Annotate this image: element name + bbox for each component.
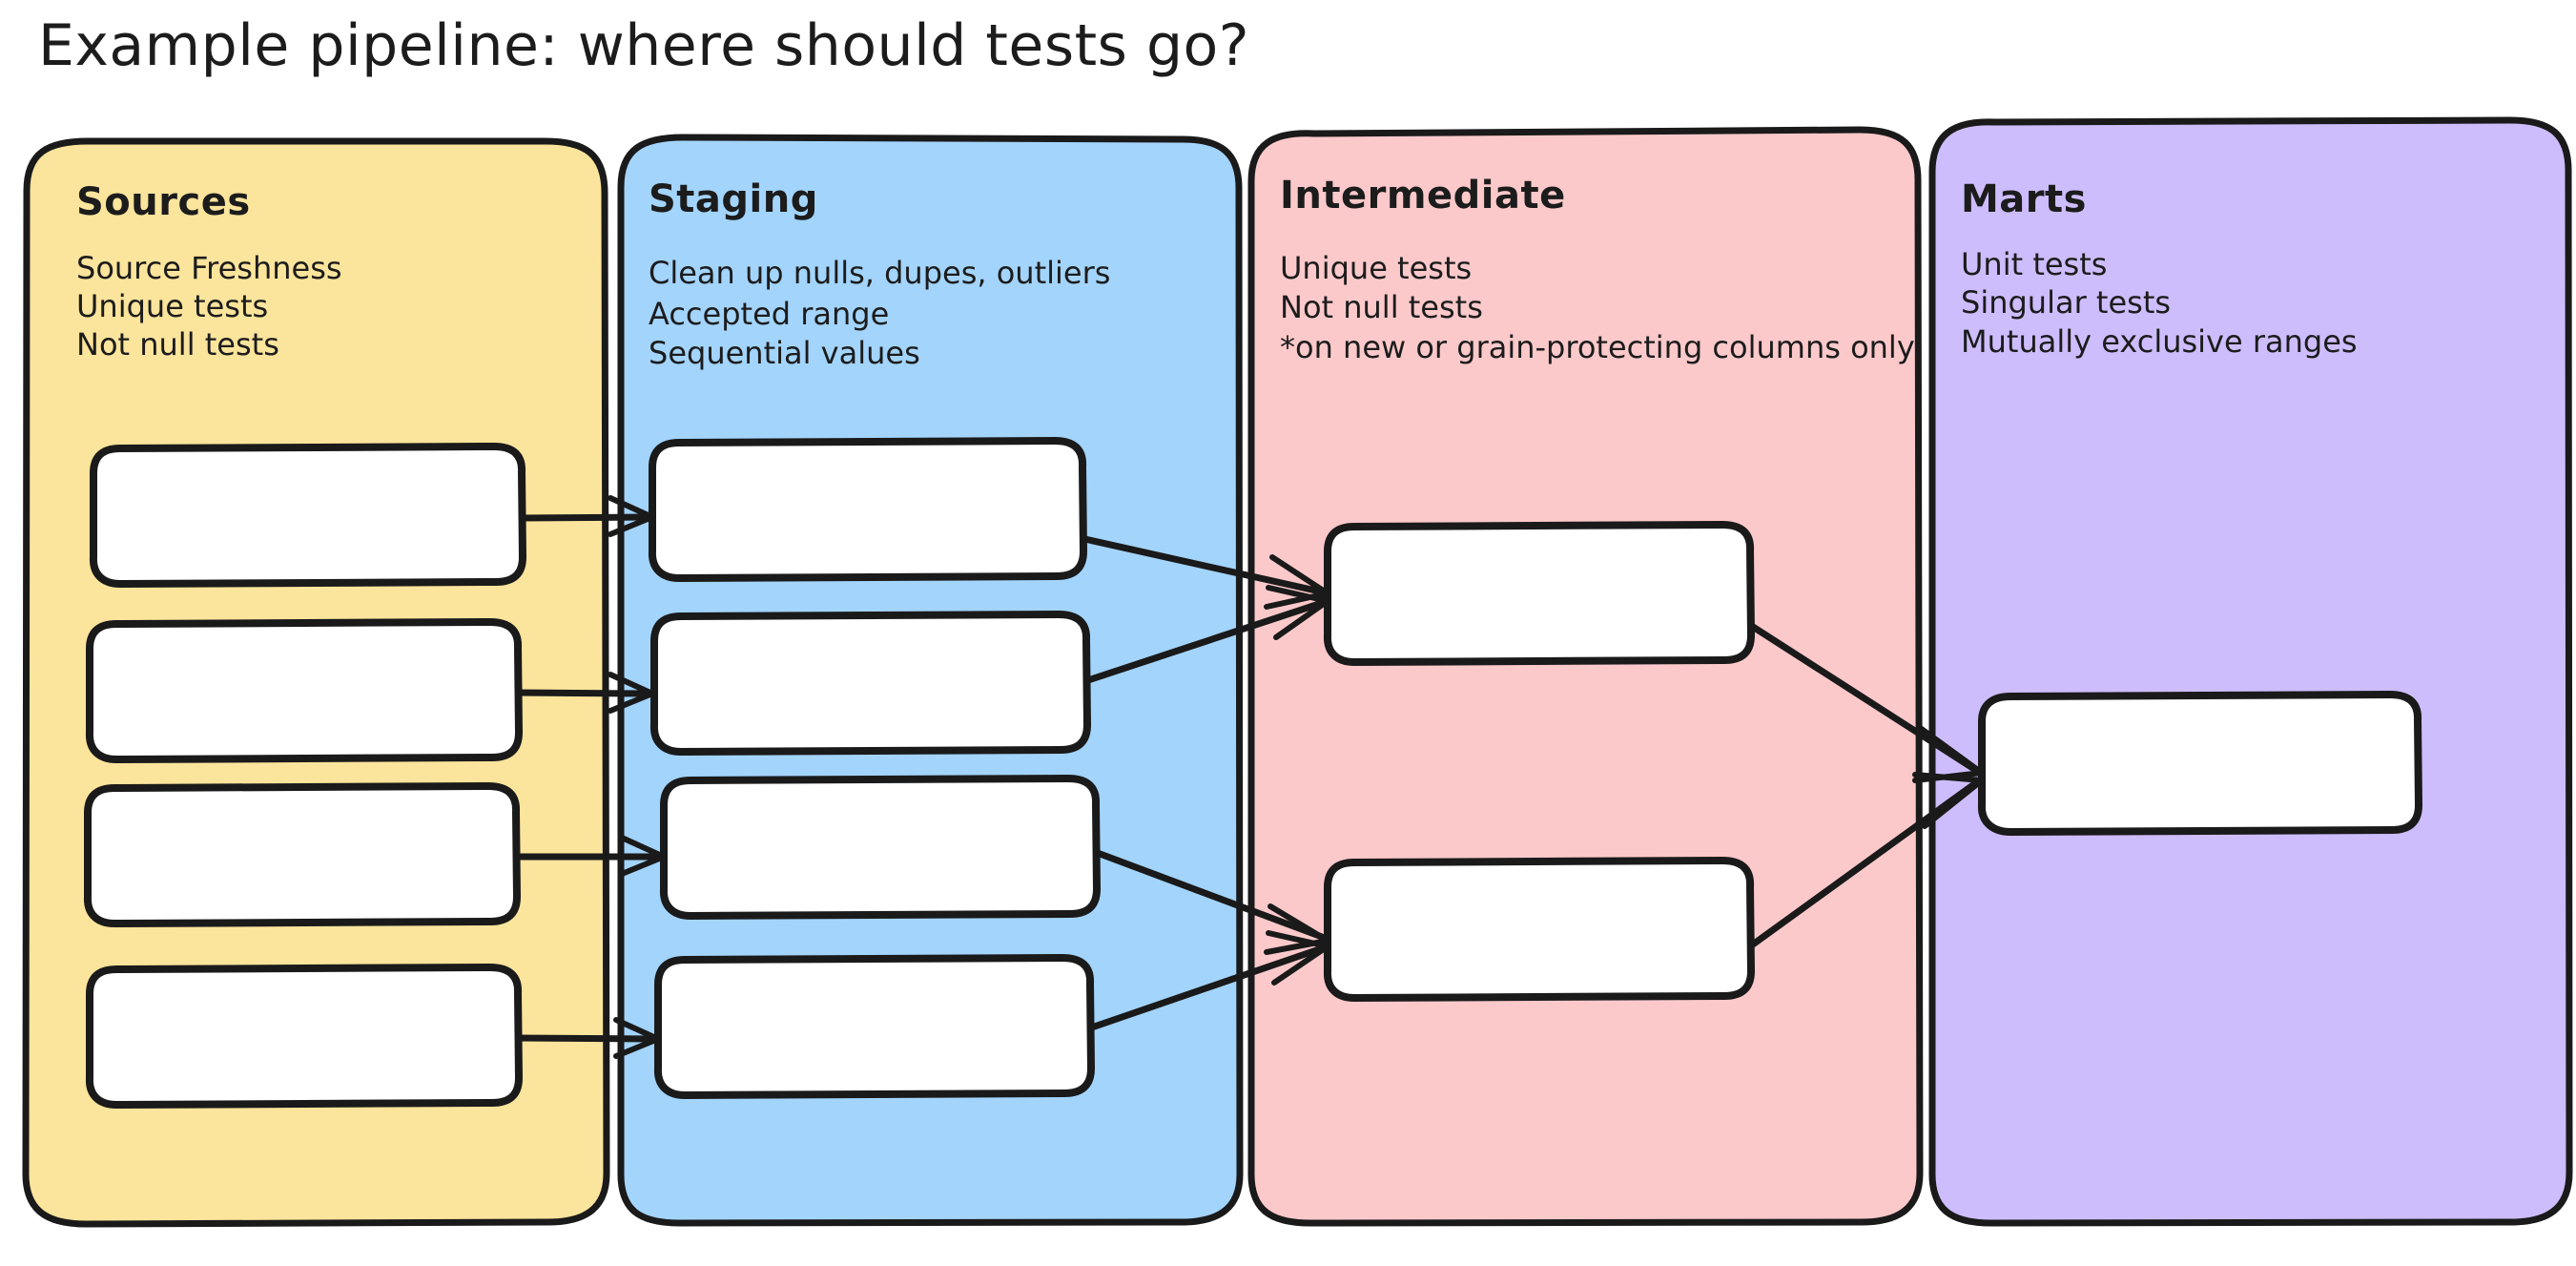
- panel-intermediate-line-3: *on new or grain-protecting columns only: [1280, 329, 1915, 365]
- panel-marts-line-2: Singular tests: [1961, 284, 2171, 321]
- page-title: Example pipeline: where should tests go?: [38, 12, 1249, 79]
- panel-sources-title: Sources: [76, 180, 251, 224]
- panel-marts-shape: [1928, 116, 2573, 1227]
- staging-node-3[interactable]: [659, 775, 1101, 920]
- panel-intermediate: Intermediate Unique tests Not null tests…: [1247, 126, 1924, 1227]
- panel-intermediate-title: Intermediate: [1280, 174, 1566, 218]
- staging-node-1[interactable]: [648, 437, 1087, 582]
- nodes-intermediate: [1323, 521, 1755, 1002]
- panel-intermediate-line-2: Not null tests: [1280, 289, 1483, 325]
- panel-staging-line-1: Clean up nulls, dupes, outliers: [649, 255, 1110, 291]
- nodes-staging: [648, 437, 1101, 1099]
- panel-sources-line-3: Not null tests: [76, 326, 279, 363]
- panel-staging-line-3: Sequential values: [649, 335, 920, 371]
- sources-node-2[interactable]: [85, 618, 523, 763]
- nodes-marts: [1978, 691, 2422, 836]
- staging-node-4[interactable]: [653, 954, 1095, 1099]
- panel-marts-line-3: Mutually exclusive ranges: [1961, 323, 2358, 360]
- nodes-sources: [83, 443, 526, 1109]
- panel-sources-line-1: Source Freshness: [76, 250, 342, 286]
- panel-marts: Marts Unit tests Singular tests Mutually…: [1928, 116, 2573, 1227]
- edge-layer: [511, 495, 1985, 1059]
- staging-node-2[interactable]: [649, 611, 1091, 756]
- sources-node-4[interactable]: [85, 964, 523, 1109]
- panel-staging-title: Staging: [649, 177, 818, 221]
- panel-marts-title: Marts: [1961, 177, 2087, 221]
- marts-node-1[interactable]: [1978, 691, 2422, 836]
- panel-sources-line-2: Unique tests: [76, 288, 268, 324]
- sources-node-3[interactable]: [83, 782, 521, 927]
- sources-node-1[interactable]: [89, 443, 526, 588]
- panel-marts-line-1: Unit tests: [1961, 246, 2107, 282]
- panel-intermediate-line-1: Unique tests: [1280, 250, 1472, 286]
- intermediate-node-1[interactable]: [1323, 521, 1755, 666]
- intermediate-node-2[interactable]: [1323, 857, 1755, 1002]
- panel-staging-line-2: Accepted range: [649, 296, 889, 332]
